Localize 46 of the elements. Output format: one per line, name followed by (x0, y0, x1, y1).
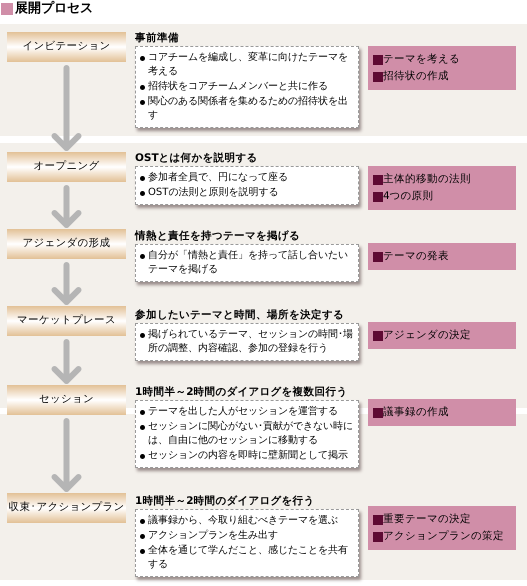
outcome-text: テーマを考える (383, 52, 460, 67)
outcome-text: アジェンダの決定 (383, 328, 471, 343)
bullet-text: 全体を通じて学んだこと、感じたことを共有する (148, 544, 349, 572)
step-heading: 参加したいテーマと時間、場所を決定する (135, 308, 345, 322)
bullet-text: アクションプランを生み出す (148, 529, 278, 543)
step-box: オープニング (7, 152, 126, 182)
outcome-box (368, 506, 516, 550)
outcome-box (368, 46, 516, 90)
bullet-text: セッションの内容を即時に壁新聞として掲示 (148, 449, 348, 463)
step-box: アジェンダの形成 (7, 229, 126, 259)
outcome-text: 4つの原則 (383, 189, 434, 204)
outcome-text: 招待状の作成 (383, 69, 449, 84)
outcome-text: 議事録の作成 (383, 405, 449, 420)
bullet-text: 参加者全員で、円になって座る (148, 171, 288, 185)
bullet-text: OSTの法則と原則を説明する (148, 186, 278, 200)
bullet-text: 関心のある関係者を集めるための招待状を出す (148, 95, 349, 123)
down-arrow (52, 262, 82, 305)
step-heading: 情熱と責任を持つテーマを掲げる (135, 229, 301, 243)
step-box: 収束･アクションプラン (7, 493, 126, 523)
outcome-text: テーマの発表 (383, 249, 449, 264)
down-arrow (52, 418, 82, 492)
outcome-text: アクションプランの策定 (383, 529, 504, 544)
step-heading: 1時間半～2時間のダイアログを行う (135, 494, 316, 508)
step-box: インビテーション (7, 32, 126, 62)
step-heading: 事前準備 (135, 31, 180, 45)
outcome-text: 主体的移動の法則 (383, 172, 471, 187)
bullet-text: 掲げられているテーマ、セッションの時間･場所の調整、内容確認、参加の登録を行う (148, 328, 354, 356)
bullet-text: 自分が「情熱と責任」を持って話し合いたいテーマを掲げる (148, 249, 349, 277)
down-arrow (52, 185, 82, 228)
bullet-text: セッションに関心がない･貢献ができない時には、自由に他のセッションに移動する (148, 420, 354, 448)
down-arrow (52, 65, 82, 151)
step-heading: 1時間半～2時間のダイアログを複数回行う (135, 385, 349, 399)
outcome-box (368, 322, 516, 349)
bullet-text: テーマを出した人がセッションを運営する (148, 405, 338, 419)
step-heading: OSTとは何かを説明する (135, 151, 259, 165)
down-arrow (52, 339, 82, 384)
title: 展開プロセス (15, 1, 93, 17)
bullet-text: 招待状をコアチームメンバーと共に作る (148, 80, 328, 94)
outcome-text: 重要テーマの決定 (383, 512, 471, 527)
outcome-box (368, 399, 516, 426)
step-box: マーケットプレース (7, 306, 126, 336)
bullet-text: コアチームを編成し、変革に向けたテーマを考える (148, 51, 349, 79)
bullet-text: 議事録から、今取り組むべきテーマを選ぶ (148, 514, 338, 528)
step-box: セッション (7, 385, 126, 415)
outcome-box (368, 243, 516, 270)
outcome-box (368, 166, 516, 210)
